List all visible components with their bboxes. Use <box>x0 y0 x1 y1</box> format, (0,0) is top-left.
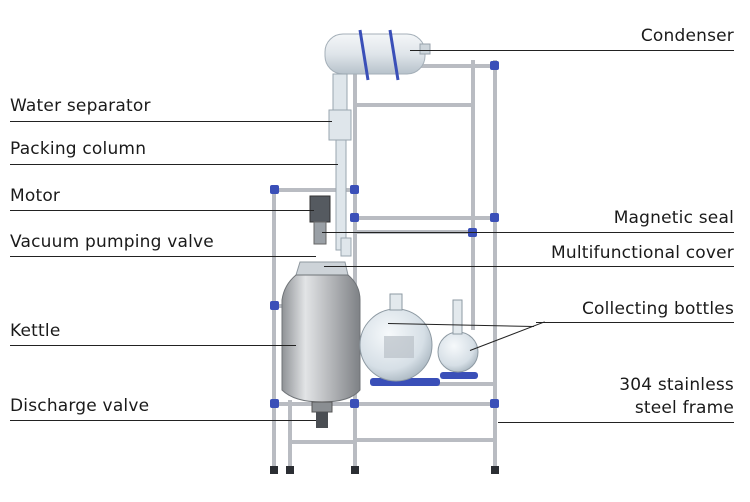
leader-line-frame <box>498 422 734 423</box>
collecting-bottle-small <box>437 299 479 373</box>
multifunctional-cover-shape <box>295 261 349 276</box>
label-kettle: Kettle <box>10 321 61 341</box>
label-frame-line1: 304 stainless <box>619 375 734 395</box>
label-packing-column: Packing column <box>10 139 147 159</box>
leader-line-collecting-bottles <box>536 322 734 323</box>
label-collecting-bottles: Collecting bottles <box>581 299 734 319</box>
label-motor: Motor <box>10 186 61 206</box>
collecting-bottle-large <box>359 293 433 382</box>
leader-line-water-separator <box>10 121 332 122</box>
motor-unit <box>309 195 331 245</box>
leader-line-packing-column <box>10 164 338 165</box>
kettle-vessel <box>281 274 361 428</box>
leader-line-multifunctional-cover <box>324 266 734 267</box>
leader-line-motor <box>10 210 314 211</box>
frame-casters <box>270 466 499 474</box>
leader-line-magnetic-seal <box>322 232 734 233</box>
condenser-vessel <box>324 29 431 81</box>
leader-line-vacuum-pumping-valve <box>10 256 316 257</box>
leader-line-condenser <box>410 50 734 51</box>
label-frame-line2: steel frame <box>634 398 734 418</box>
leader-line-discharge-valve <box>10 420 316 421</box>
label-vacuum-pumping-valve: Vacuum pumping valve <box>10 232 214 252</box>
frame-clamps <box>270 61 499 408</box>
label-water-separator: Water separator <box>10 96 151 116</box>
packing-column <box>328 73 352 257</box>
label-condenser: Condenser <box>640 26 734 46</box>
label-multifunctional-cover: Multifunctional cover <box>551 243 734 263</box>
label-discharge-valve: Discharge valve <box>10 396 150 416</box>
label-magnetic-seal: Magnetic seal <box>613 208 734 228</box>
leader-line-kettle <box>10 345 296 346</box>
